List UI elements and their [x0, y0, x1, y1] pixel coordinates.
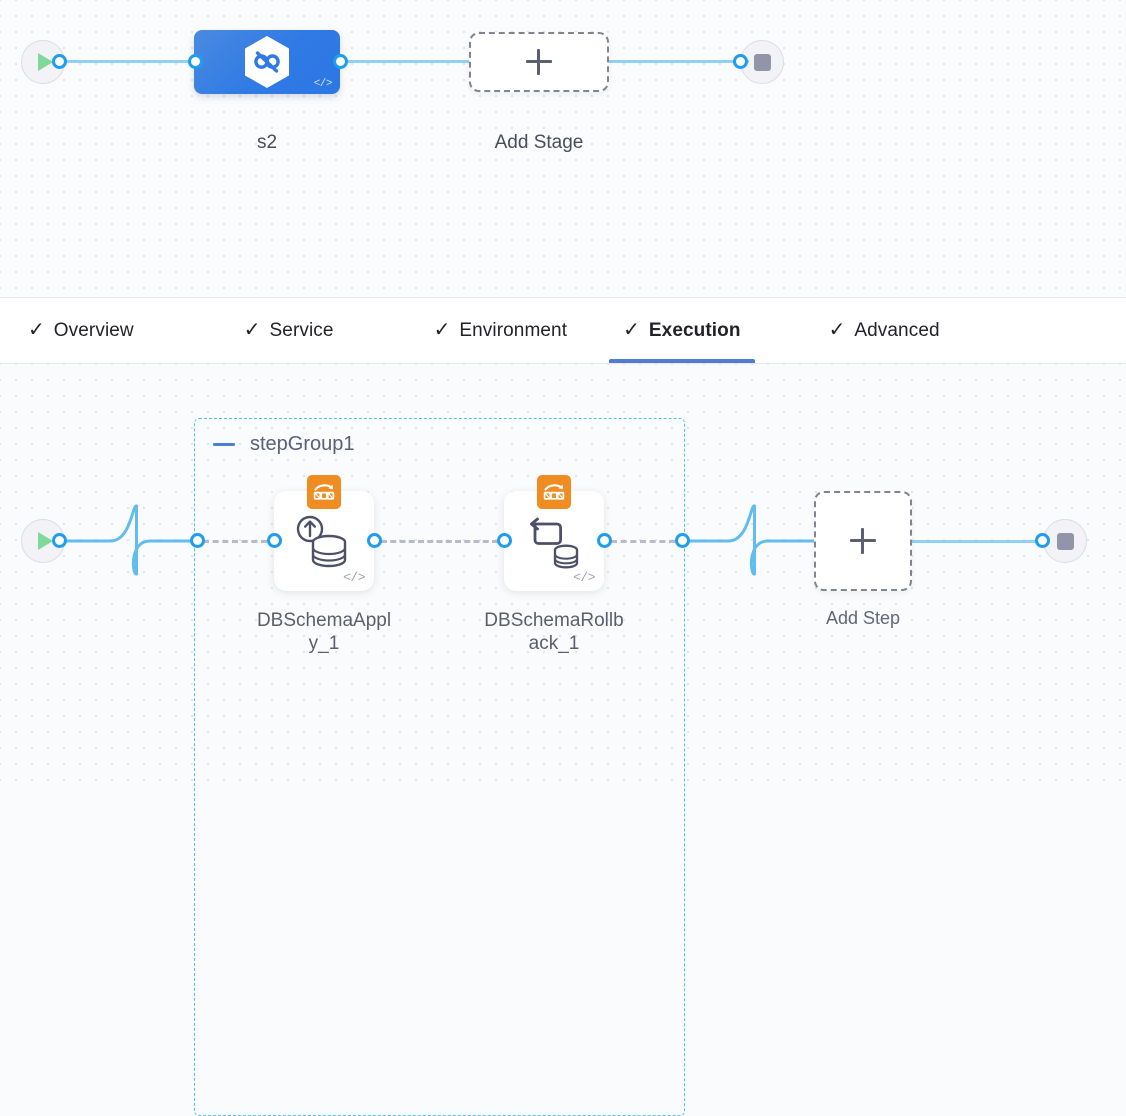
harness-cd-hexagon-icon: [241, 34, 293, 90]
edge-step2-to-group-out: [611, 540, 675, 543]
step-node-dbschemarollback[interactable]: </>: [504, 475, 604, 591]
tab-label: Environment: [459, 319, 568, 341]
step-node-dbschemaapply[interactable]: </>: [274, 475, 374, 591]
check-icon: ✓: [243, 318, 261, 341]
split-connector-right: [684, 504, 814, 576]
port-step2-out[interactable]: [597, 533, 612, 548]
port-step2-in[interactable]: [497, 533, 512, 548]
tab-service[interactable]: ✓ Service: [232, 298, 346, 363]
liquibase-icon: [537, 475, 571, 509]
minus-icon[interactable]: [213, 443, 235, 446]
port-end-in[interactable]: [733, 54, 748, 69]
check-icon: ✓: [433, 318, 451, 341]
play-icon: [37, 53, 53, 71]
step-label-line1: DBSchemaAppl: [256, 610, 392, 631]
edge-start-to-s2: [58, 60, 203, 63]
check-icon: ✓: [623, 318, 640, 341]
step-group-stepgroup1[interactable]: stepGroup1: [194, 418, 685, 1116]
add-stage-button[interactable]: [469, 32, 609, 92]
plus-icon: [850, 528, 876, 554]
db-schema-apply-icon: [293, 512, 355, 574]
tab-overview[interactable]: ✓ Overview: [16, 298, 146, 363]
db-schema-rollback-icon: [523, 512, 585, 574]
stage-graph-canvas[interactable]: </> s2 Add Stage: [0, 0, 1126, 297]
step-label-dbschemaapply: DBSchemaAppl y_1: [244, 609, 404, 655]
port-s2-out[interactable]: [333, 54, 348, 69]
port-s2-in[interactable]: [188, 54, 203, 69]
check-icon: ✓: [828, 318, 846, 341]
code-badge-icon: </>: [573, 570, 595, 585]
step-label-line2: y_1: [308, 633, 340, 655]
stage-label-s2: s2: [256, 132, 278, 153]
edge-step1-to-step2: [381, 540, 498, 543]
tab-label: Execution: [648, 319, 741, 341]
step-group-title: stepGroup1: [250, 433, 355, 455]
step-label-dbschemarollback: DBSchemaRollb ack_1: [474, 609, 634, 655]
tab-label: Advanced: [854, 319, 940, 341]
stage-config-tabs[interactable]: ✓ Overview ✓ Service ✓ Environment ✓ Exe…: [0, 297, 1126, 364]
tab-advanced[interactable]: ✓ Advanced: [817, 298, 952, 363]
stop-icon: [1056, 532, 1074, 550]
add-step-button[interactable]: [814, 491, 912, 591]
port-exec-start-out[interactable]: [52, 533, 67, 548]
tab-label: Overview: [53, 319, 134, 341]
edge-addstep-to-end: [910, 540, 1048, 543]
liquibase-icon: [307, 475, 341, 509]
code-badge-icon: </>: [313, 78, 333, 90]
stage-node-s2[interactable]: </>: [194, 30, 340, 94]
execution-graph-canvas[interactable]: stepGroup1: [0, 364, 1126, 1116]
execution-end-node[interactable]: [1043, 519, 1087, 563]
check-icon: ✓: [28, 318, 45, 341]
step-label-line2: ack_1: [528, 633, 580, 655]
tab-label: Service: [269, 319, 334, 341]
tab-environment[interactable]: ✓ Environment: [422, 298, 580, 363]
step-label-line1: DBSchemaRollb: [484, 610, 624, 631]
execution-start-node[interactable]: [21, 519, 65, 563]
port-group-in[interactable]: [190, 533, 205, 548]
port-step1-out[interactable]: [367, 533, 382, 548]
tab-execution[interactable]: ✓ Execution: [609, 298, 756, 363]
port-group-out[interactable]: [675, 533, 690, 548]
port-exec-end-in[interactable]: [1035, 533, 1050, 548]
add-stage-label: Add Stage: [494, 132, 584, 153]
edge-s2-to-addstage: [335, 60, 475, 63]
code-badge-icon: </>: [343, 570, 365, 585]
step-group-header[interactable]: stepGroup1: [213, 433, 355, 456]
stop-icon: [753, 53, 771, 71]
split-connector-left: [58, 504, 198, 576]
port-start-out[interactable]: [52, 54, 67, 69]
add-step-label: Add Step: [825, 608, 901, 628]
edge-addstage-to-end: [604, 60, 749, 63]
plus-icon: [526, 49, 552, 75]
port-step1-in[interactable]: [267, 533, 282, 548]
edge-group-in-to-step1: [203, 540, 267, 543]
play-icon: [37, 532, 53, 550]
